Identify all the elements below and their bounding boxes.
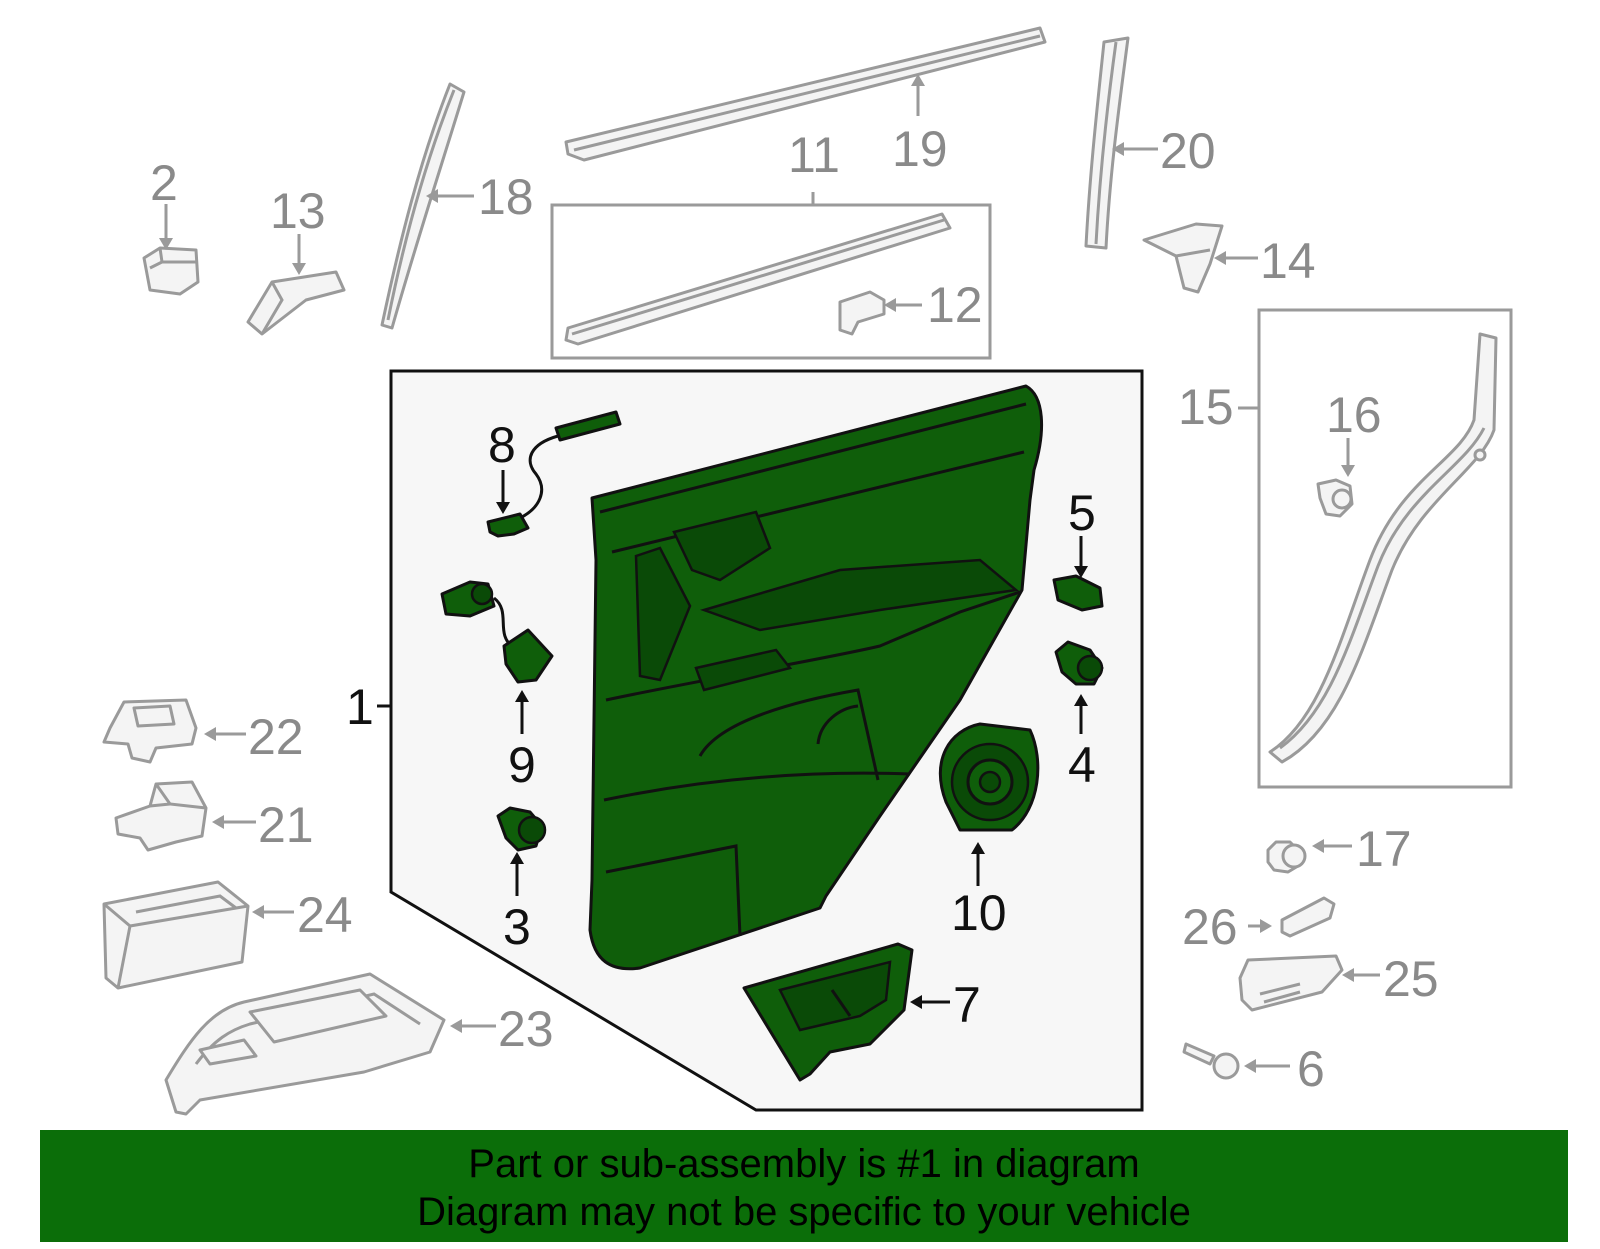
label-2: 2 [150, 155, 178, 211]
part-11-weatherstrip[interactable] [564, 212, 952, 346]
label-4: 4 [1068, 737, 1096, 793]
label-22: 22 [248, 709, 304, 765]
part-7-handle-bezel[interactable] [742, 942, 914, 1082]
label-10: 10 [951, 885, 1007, 941]
part-6-screw[interactable] [1182, 1042, 1240, 1080]
part-4-clip[interactable] [1054, 640, 1104, 686]
part-9-harness[interactable] [440, 580, 554, 684]
label-18: 18 [478, 169, 534, 225]
label-17: 17 [1356, 821, 1412, 877]
part-3-clip[interactable] [496, 806, 547, 852]
label-25: 25 [1383, 951, 1439, 1007]
part-8-harness[interactable] [486, 410, 622, 538]
label-1: 1 [346, 679, 374, 735]
label-6: 6 [1297, 1041, 1325, 1097]
part-2-clip[interactable] [142, 246, 200, 296]
part-16-clip[interactable] [1316, 478, 1354, 518]
part-20-rear-pillar[interactable] [1084, 36, 1130, 250]
part-14-bracket[interactable] [1142, 222, 1224, 294]
label-13: 13 [270, 183, 326, 239]
label-16: 16 [1326, 387, 1382, 443]
label-21: 21 [258, 797, 314, 853]
info-banner: Part or sub-assembly is #1 in diagram Di… [40, 1130, 1568, 1242]
banner-line-1: Part or sub-assembly is #1 in diagram [468, 1142, 1140, 1186]
label-15: 15 [1178, 379, 1234, 435]
part-17-clip[interactable] [1266, 840, 1307, 874]
label-11: 11 [788, 127, 840, 183]
label-14: 14 [1260, 233, 1316, 289]
part-25-courtesy-lamp[interactable] [1238, 954, 1344, 1012]
part-19-belt-molding[interactable] [564, 26, 1047, 162]
part-5-clip[interactable] [1052, 574, 1104, 612]
part-13-bracket[interactable] [246, 270, 346, 336]
part-1-door-panel[interactable] [588, 384, 1044, 971]
label-3: 3 [503, 899, 531, 955]
parts-diagram: 1 2 3 4 5 6 7 8 9 10 11 12 13 14 15 16 1… [102, 26, 1513, 1116]
label-24: 24 [297, 887, 353, 943]
part-15-weatherstrip[interactable] [1268, 332, 1498, 764]
label-23: 23 [498, 1001, 554, 1057]
label-20: 20 [1160, 123, 1216, 179]
label-12: 12 [927, 277, 983, 333]
part-10-speaker[interactable] [938, 722, 1040, 832]
label-5: 5 [1068, 485, 1096, 541]
label-9: 9 [508, 737, 536, 793]
group-11-box [550, 203, 992, 360]
banner-line-2: Diagram may not be specific to your vehi… [417, 1190, 1191, 1234]
part-21-switch[interactable] [114, 780, 208, 852]
part-24-storage-box[interactable] [102, 880, 250, 990]
part-22-switch[interactable] [102, 698, 198, 764]
part-18-pillar-trim[interactable] [380, 82, 466, 330]
label-26: 26 [1182, 899, 1238, 955]
part-26-bulb[interactable] [1280, 896, 1336, 938]
label-8: 8 [488, 417, 516, 473]
part-12-clip[interactable] [838, 290, 886, 336]
part-23-armrest[interactable] [164, 972, 446, 1116]
group-15-box [1257, 308, 1513, 789]
label-7: 7 [953, 977, 981, 1033]
label-19: 19 [892, 121, 948, 177]
